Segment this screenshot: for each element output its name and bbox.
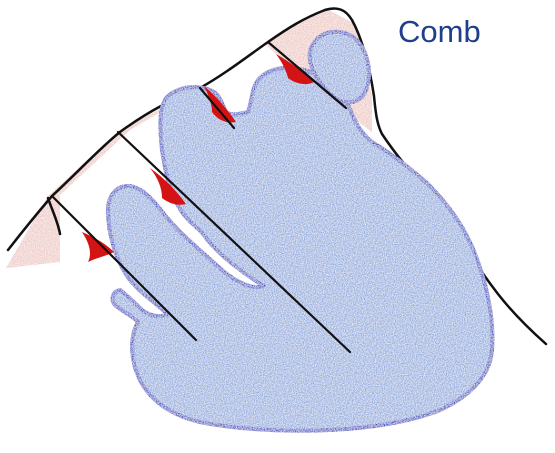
blue-lobed-body (108, 68, 492, 431)
slide-title: Comb (398, 14, 481, 50)
